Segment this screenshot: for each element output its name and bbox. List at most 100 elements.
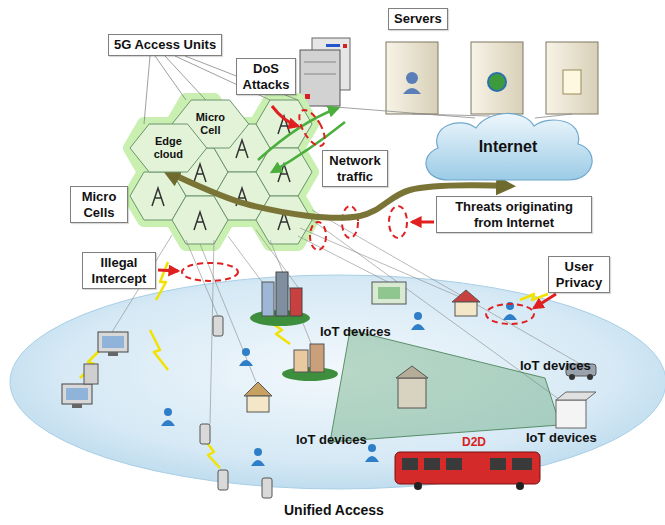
internet-cloud: Internet xyxy=(418,108,598,186)
people xyxy=(503,314,517,320)
bus xyxy=(395,452,540,490)
threat-marks xyxy=(534,294,556,308)
antenna-symbol xyxy=(236,140,248,158)
micro-cell-hex xyxy=(256,196,312,244)
device-label: IoT devices xyxy=(520,358,591,373)
callout-box: Threats originating from Internet xyxy=(436,196,592,233)
threat-marks xyxy=(342,206,358,238)
node-text: User Privacy xyxy=(554,259,604,290)
computers xyxy=(84,364,98,384)
ground-ellipse xyxy=(10,275,665,489)
buildings xyxy=(396,366,428,378)
people xyxy=(164,408,172,416)
antenna-symbol xyxy=(194,164,206,182)
edge-cloud-hex: Edge cloud xyxy=(130,124,207,172)
server-icons xyxy=(412,114,490,116)
server-icons xyxy=(343,44,347,48)
people xyxy=(411,324,425,330)
people xyxy=(368,444,376,452)
computers xyxy=(66,388,88,400)
antenna-symbol xyxy=(152,188,164,206)
server-icons xyxy=(300,50,340,106)
bus xyxy=(424,458,440,470)
hex-shape xyxy=(130,124,207,172)
node-text: Network traffic xyxy=(328,153,382,184)
buildings xyxy=(247,396,269,412)
computers xyxy=(62,332,128,408)
server-icons xyxy=(488,73,506,91)
server-icons xyxy=(304,62,336,63)
node-text: DoS Attacks xyxy=(242,61,290,92)
buildings xyxy=(244,272,596,428)
buildings xyxy=(294,350,308,372)
node-text: Illegal Intercept xyxy=(88,255,150,286)
callout-box: Micro Cells xyxy=(70,186,128,223)
callout-box: Servers xyxy=(388,8,448,30)
phones xyxy=(200,316,272,498)
bus xyxy=(516,482,524,490)
buildings xyxy=(398,378,426,408)
people xyxy=(161,420,175,426)
callout-box: 5G Access Units xyxy=(108,34,222,56)
device-links xyxy=(270,240,312,346)
cloud-shape xyxy=(426,113,592,180)
buildings xyxy=(310,344,324,372)
computers xyxy=(102,336,124,348)
threat-marks xyxy=(412,221,434,224)
device-label: IoT devices xyxy=(320,324,391,339)
threat-marks xyxy=(389,206,407,238)
bus xyxy=(512,458,532,470)
buildings xyxy=(378,287,400,299)
buildings xyxy=(569,374,575,380)
computers xyxy=(108,352,118,356)
phones xyxy=(262,478,272,498)
access-lines xyxy=(155,56,186,100)
server-icons xyxy=(304,74,336,75)
people xyxy=(254,448,262,456)
green-polygon xyxy=(330,330,560,442)
callout-box: User Privacy xyxy=(548,256,610,293)
server-icons xyxy=(546,42,598,114)
phones xyxy=(200,424,210,444)
lightning-bolts xyxy=(156,262,168,300)
buildings xyxy=(372,282,406,304)
server-icons xyxy=(403,88,421,94)
computers xyxy=(62,384,92,404)
buildings xyxy=(244,382,272,396)
people xyxy=(239,360,253,366)
threat-marks xyxy=(310,222,326,250)
people xyxy=(414,312,422,320)
server-icons xyxy=(326,44,340,47)
access-lines xyxy=(144,56,150,124)
bus xyxy=(446,458,462,470)
bus xyxy=(395,452,540,484)
antenna-symbol xyxy=(194,212,206,230)
people xyxy=(161,302,517,466)
threat-marks xyxy=(486,304,534,324)
cell-cluster-glow xyxy=(130,100,312,244)
buildings xyxy=(455,302,477,316)
device-label: IoT devices xyxy=(296,432,367,447)
buildings xyxy=(452,290,480,302)
access-lines xyxy=(185,56,298,100)
callout-box: Illegal Intercept xyxy=(82,252,156,289)
region-caption: Unified Access xyxy=(284,502,384,518)
device-label: IoT devices xyxy=(526,430,597,445)
bus xyxy=(490,458,506,470)
node-text: Micro Cells xyxy=(76,189,122,220)
callout-box: DoS Attacks xyxy=(236,58,296,95)
ground-ellipse xyxy=(10,275,665,489)
node-text: Edge cloud xyxy=(148,135,188,160)
server-icons xyxy=(305,94,310,99)
server-icons xyxy=(471,42,523,114)
node-text: Micro Cell xyxy=(190,111,230,136)
node-text: Threats originating from Internet xyxy=(442,199,586,230)
buildings xyxy=(556,392,596,400)
threat-marks xyxy=(294,106,330,150)
device-links xyxy=(298,236,388,282)
computers xyxy=(72,404,82,408)
threat-marks xyxy=(182,263,238,281)
bus xyxy=(414,482,422,490)
people xyxy=(242,348,250,356)
